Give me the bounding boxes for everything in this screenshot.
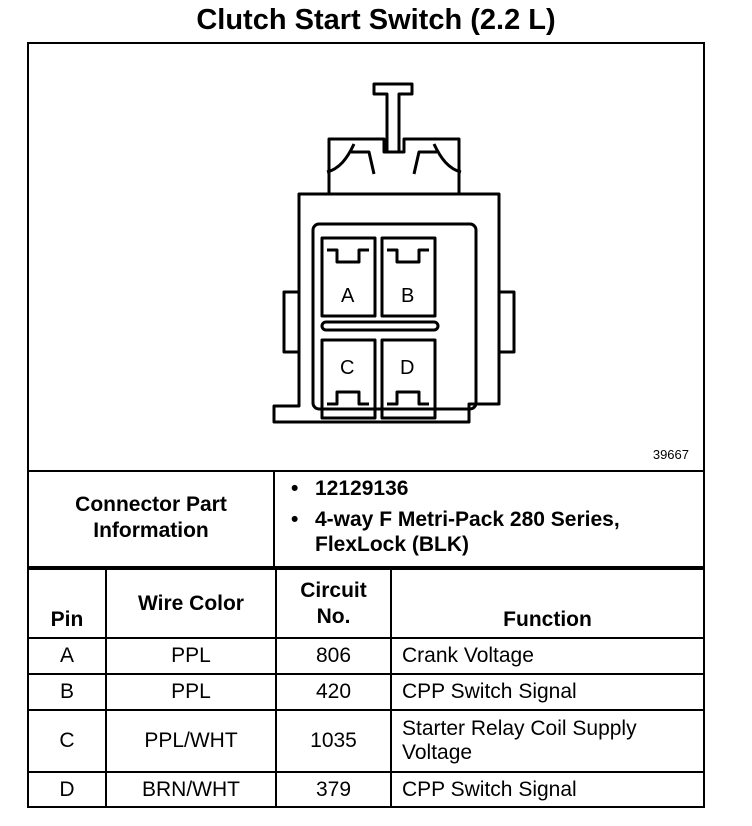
cell-circuit: 420 xyxy=(275,673,392,711)
cell-circuit: 379 xyxy=(275,771,392,807)
cell-function: CPP Switch Signal xyxy=(390,771,703,807)
table-header-row: Pin Wire Color Circuit No. Function xyxy=(29,568,703,639)
pin-d-label: D xyxy=(400,357,414,379)
connector-info-item: • 4-way F Metri-Pack 280 Series, FlexLoc… xyxy=(289,507,655,557)
page-title: Clutch Start Switch (2.2 L) xyxy=(196,4,556,36)
connector-info-values: • 12129136 • 4-way F Metri-Pack 280 Seri… xyxy=(289,476,655,563)
table-row: A PPL 806 Crank Voltage xyxy=(29,637,703,675)
cell-circuit: 806 xyxy=(275,637,392,675)
connector-sheet: A B C D 39667 Connector Part Information… xyxy=(27,42,705,808)
connector-drawing: A B C D xyxy=(272,82,516,424)
cell-function-text: Starter Relay Coil Supply Voltage xyxy=(402,717,637,764)
header-wire-color: Wire Color xyxy=(105,568,277,639)
cell-pin: D xyxy=(29,771,107,807)
cell-wire-color: PPL/WHT xyxy=(105,709,277,773)
table-row: C PPL/WHT 1035 Starter Relay Coil Supply… xyxy=(29,709,703,773)
cell-function: CPP Switch Signal xyxy=(390,673,703,711)
cell-function: Starter Relay Coil Supply Voltage xyxy=(390,709,703,773)
pin-c-label: C xyxy=(340,357,354,379)
header-function: Function xyxy=(390,568,703,639)
cell-wire-color: PPL xyxy=(105,673,277,711)
cell-circuit: 1035 xyxy=(275,709,392,773)
figure-number: 39667 xyxy=(652,447,689,462)
table-row: B PPL 420 CPP Switch Signal xyxy=(29,673,703,711)
cell-function: Crank Voltage xyxy=(390,637,703,675)
header-pin: Pin xyxy=(29,568,107,639)
bullet-icon: • xyxy=(291,508,299,531)
pin-a-label: A xyxy=(341,285,355,307)
connector-diagram: A B C D 39667 xyxy=(29,44,703,472)
header-circuit-no: Circuit No. xyxy=(275,568,392,639)
cell-pin: A xyxy=(29,637,107,675)
header-circuit-no-text: Circuit No. xyxy=(300,578,367,628)
pin-table: Pin Wire Color Circuit No. Function A PP… xyxy=(29,568,703,807)
cell-wire-color: PPL xyxy=(105,637,277,675)
part-number: 12129136 xyxy=(315,477,409,500)
connector-type: 4-way F Metri-Pack 280 Series, FlexLock … xyxy=(315,508,620,556)
cell-wire-color: BRN/WHT xyxy=(105,771,277,807)
connector-info-label: Connector Part Information xyxy=(29,470,275,566)
connector-part-info: Connector Part Information • 12129136 • … xyxy=(29,470,703,568)
cell-pin: C xyxy=(29,709,107,773)
cell-pin: B xyxy=(29,673,107,711)
connector-info-item: • 12129136 xyxy=(289,476,655,501)
table-row: D BRN/WHT 379 CPP Switch Signal xyxy=(29,771,703,807)
bullet-icon: • xyxy=(291,477,299,500)
pin-b-label: B xyxy=(401,285,414,307)
